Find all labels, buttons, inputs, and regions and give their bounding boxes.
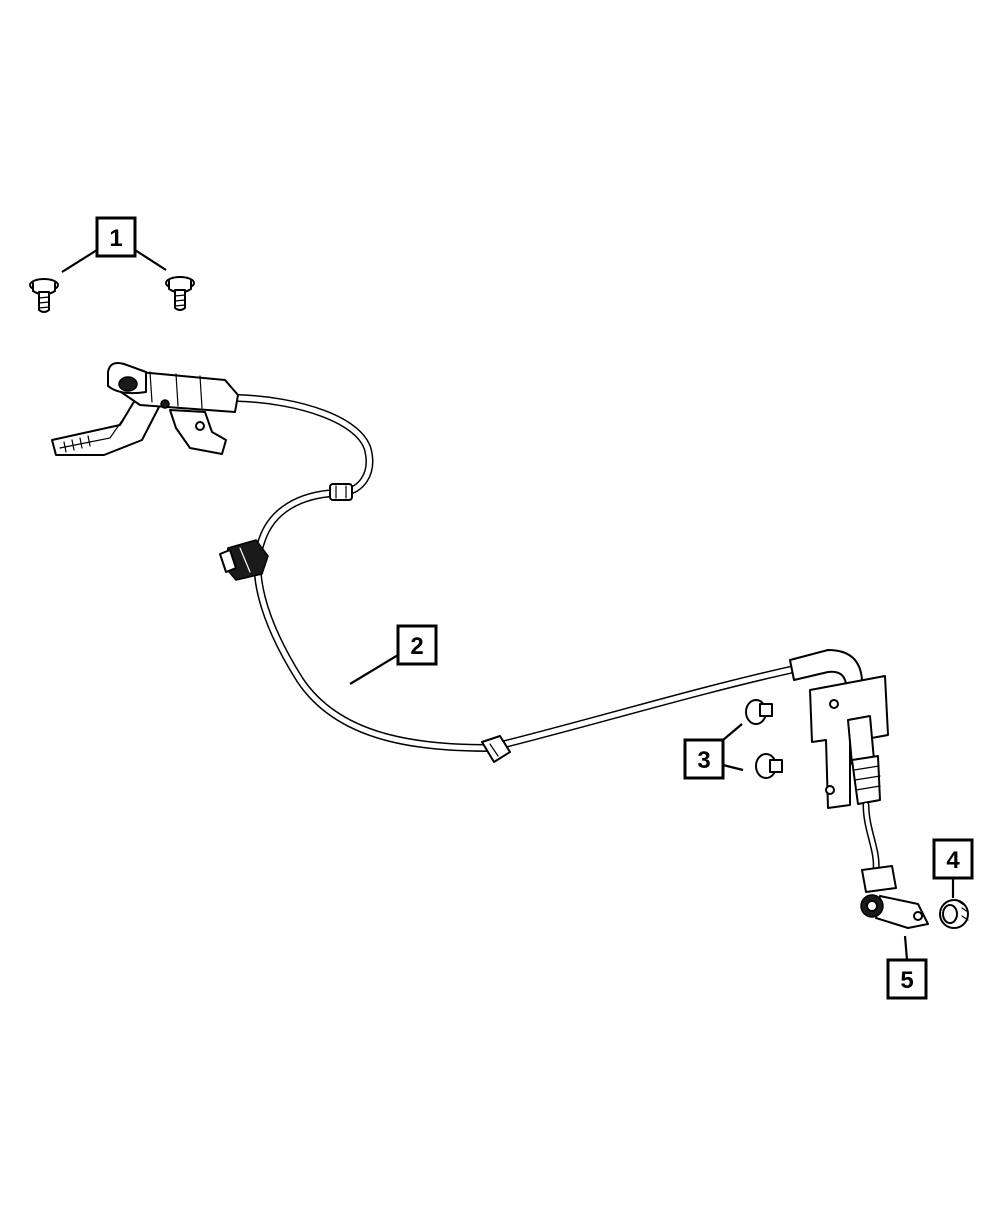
callout-3-label: 3 bbox=[697, 747, 710, 774]
push-pin-upper bbox=[745, 699, 773, 725]
callout-2-label: 2 bbox=[410, 633, 423, 660]
push-pin-lower bbox=[755, 753, 783, 779]
cable-assembly bbox=[219, 394, 863, 763]
latch-bracket bbox=[809, 675, 929, 929]
bolt-right bbox=[165, 276, 195, 311]
callout-5[interactable]: 5 bbox=[886, 958, 928, 1000]
leader-2 bbox=[349, 654, 399, 685]
callout-4-label: 4 bbox=[946, 847, 960, 874]
callout-2[interactable]: 2 bbox=[396, 624, 438, 666]
leader-5 bbox=[903, 935, 909, 961]
callout-1[interactable]: 1 bbox=[95, 216, 137, 258]
callout-3[interactable]: 3 bbox=[683, 738, 725, 780]
cable-clip-upper bbox=[329, 483, 353, 501]
leader-1a bbox=[61, 249, 98, 273]
leader-3a bbox=[722, 723, 743, 741]
leader-3b bbox=[722, 763, 744, 772]
release-handle bbox=[51, 362, 239, 456]
callout-5-label: 5 bbox=[900, 967, 913, 994]
callout-4[interactable]: 4 bbox=[932, 838, 974, 880]
bolt-left bbox=[29, 278, 59, 313]
cable-connector bbox=[219, 539, 269, 581]
leader-1b bbox=[134, 249, 167, 271]
nut bbox=[939, 899, 969, 929]
cable-clip-lower bbox=[481, 735, 511, 763]
callout-1-label: 1 bbox=[109, 225, 122, 252]
